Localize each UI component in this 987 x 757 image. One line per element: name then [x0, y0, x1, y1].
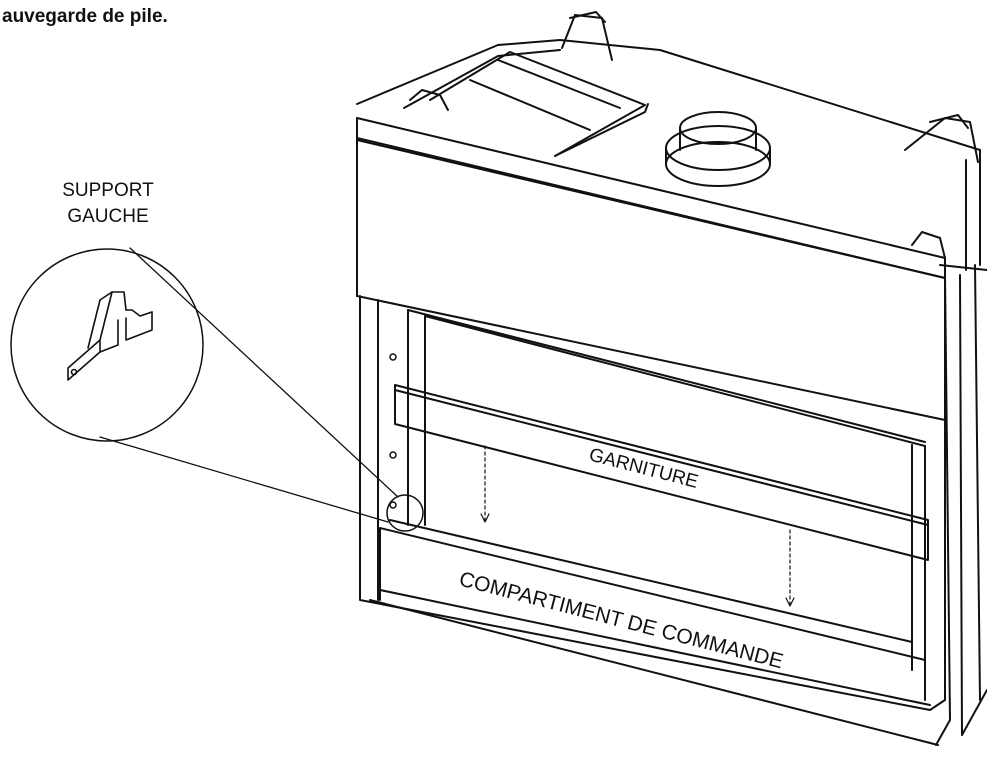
top-slope-plate	[429, 51, 649, 157]
control-compartment-label: COMPARTIMENT DE COMMANDE	[457, 568, 786, 674]
guide-arrows	[480, 445, 795, 607]
trim-label: GARNITURE	[587, 445, 701, 493]
appliance-top-box	[356, 39, 987, 746]
callout-label-line1: SUPPORT	[62, 180, 154, 201]
header-caption: auvegarde de pile.	[2, 6, 168, 27]
callout-label-line2: GAUCHE	[67, 206, 148, 227]
callout-leaders	[99, 247, 399, 523]
trim-bar	[394, 384, 929, 561]
jamb-screws	[389, 353, 397, 509]
firebox-frame	[359, 295, 946, 746]
callout-circle	[10, 248, 204, 442]
bracket-detail-icon	[67, 291, 153, 381]
standoff-brackets	[409, 11, 979, 259]
flue-collar	[665, 111, 771, 187]
detail-target-circle	[386, 494, 424, 532]
